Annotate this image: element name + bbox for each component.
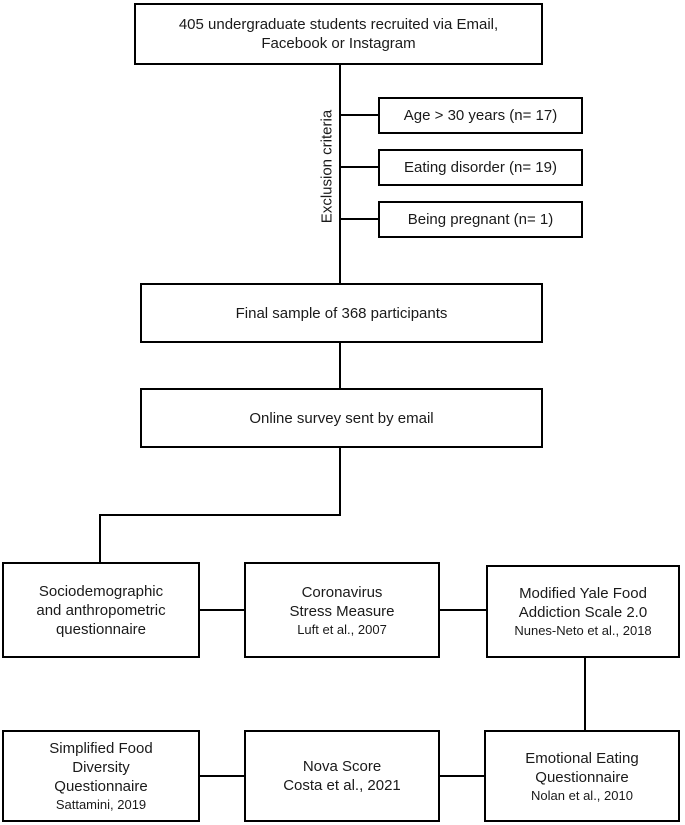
connector-yale-emotional <box>584 658 586 730</box>
node-sociodemographic-line-1: Sociodemographic <box>38 582 164 600</box>
node-exclusion-pregnant: Being pregnant (n= 1) <box>378 201 583 238</box>
node-emotional-eating-citation: Nolan et al., 2010 <box>531 787 633 803</box>
connector-final-to-survey <box>339 343 341 388</box>
node-sociodemographic-line-2: and anthropometric <box>36 601 166 619</box>
connector-survey-down <box>339 448 341 516</box>
connector-tick-eating-disorder <box>341 166 378 168</box>
exclusion-criteria-label: Exclusion criteria <box>318 109 336 224</box>
node-coronavirus-stress-line-2: Stress Measure <box>289 602 395 620</box>
node-simplified-food-diversity-citation: Sattamini, 2019 <box>55 797 147 812</box>
connector-socio-corona <box>200 609 244 611</box>
node-emotional-eating-line-1: Emotional Eating <box>525 749 639 767</box>
node-simplified-food-diversity-line-2: Diversity <box>72 759 130 776</box>
node-exclusion-eating-disorder: Eating disorder (n= 19) <box>378 149 583 186</box>
node-online-survey-text: Online survey sent by email <box>249 409 434 427</box>
node-coronavirus-stress: Coronavirus Stress Measure Luft et al., … <box>244 562 440 658</box>
connector-tick-age <box>341 114 378 116</box>
connector-nova-emotional <box>440 775 484 777</box>
node-simplified-food-diversity: Simplified Food Diversity Questionnaire … <box>2 730 200 822</box>
node-final-sample-text: Final sample of 368 participants <box>235 304 448 322</box>
node-coronavirus-stress-citation: Luft et al., 2007 <box>297 621 387 637</box>
connector-survey-elbow <box>99 514 341 516</box>
connector-recruited-to-final <box>339 65 341 284</box>
node-yale-food-addiction-line-2: Addiction Scale 2.0 <box>518 604 648 621</box>
node-exclusion-pregnant-text: Being pregnant (n= 1) <box>407 211 554 228</box>
node-sociodemographic: Sociodemographic and anthropometric ques… <box>2 562 200 658</box>
node-yale-food-addiction-citation: Nunes-Neto et al., 2018 <box>514 623 652 638</box>
node-emotional-eating: Emotional Eating Questionnaire Nolan et … <box>484 730 680 822</box>
node-simplified-food-diversity-line-1: Simplified Food <box>49 740 153 757</box>
node-nova-score-line-2: Costa et al., 2021 <box>283 777 401 794</box>
node-nova-score-line-1: Nova Score <box>302 758 382 775</box>
node-exclusion-age-text: Age > 30 years (n= 17) <box>403 107 558 124</box>
node-exclusion-eating-disorder-text: Eating disorder (n= 19) <box>403 159 557 176</box>
node-final-sample: Final sample of 368 participants <box>140 283 543 343</box>
node-online-survey: Online survey sent by email <box>140 388 543 448</box>
connector-to-sociodemographic <box>99 514 101 562</box>
node-emotional-eating-line-2: Questionnaire <box>535 768 629 786</box>
node-nova-score: Nova Score Costa et al., 2021 <box>244 730 440 822</box>
connector-tick-pregnant <box>341 218 378 220</box>
node-exclusion-age: Age > 30 years (n= 17) <box>378 97 583 134</box>
node-coronavirus-stress-line-1: Coronavirus <box>301 583 383 601</box>
connector-simplified-nova <box>200 775 244 777</box>
node-yale-food-addiction: Modified Yale Food Addiction Scale 2.0 N… <box>486 565 680 658</box>
node-recruited: 405 undergraduate students recruited via… <box>134 3 543 65</box>
node-recruited-line-1: 405 undergraduate students recruited via… <box>178 16 499 33</box>
node-recruited-line-2: Facebook or Instagram <box>261 35 416 52</box>
connector-corona-yale <box>440 609 486 611</box>
node-sociodemographic-line-3: questionnaire <box>55 620 147 638</box>
node-simplified-food-diversity-line-3: Questionnaire <box>54 778 148 795</box>
node-yale-food-addiction-line-1: Modified Yale Food <box>519 585 647 602</box>
